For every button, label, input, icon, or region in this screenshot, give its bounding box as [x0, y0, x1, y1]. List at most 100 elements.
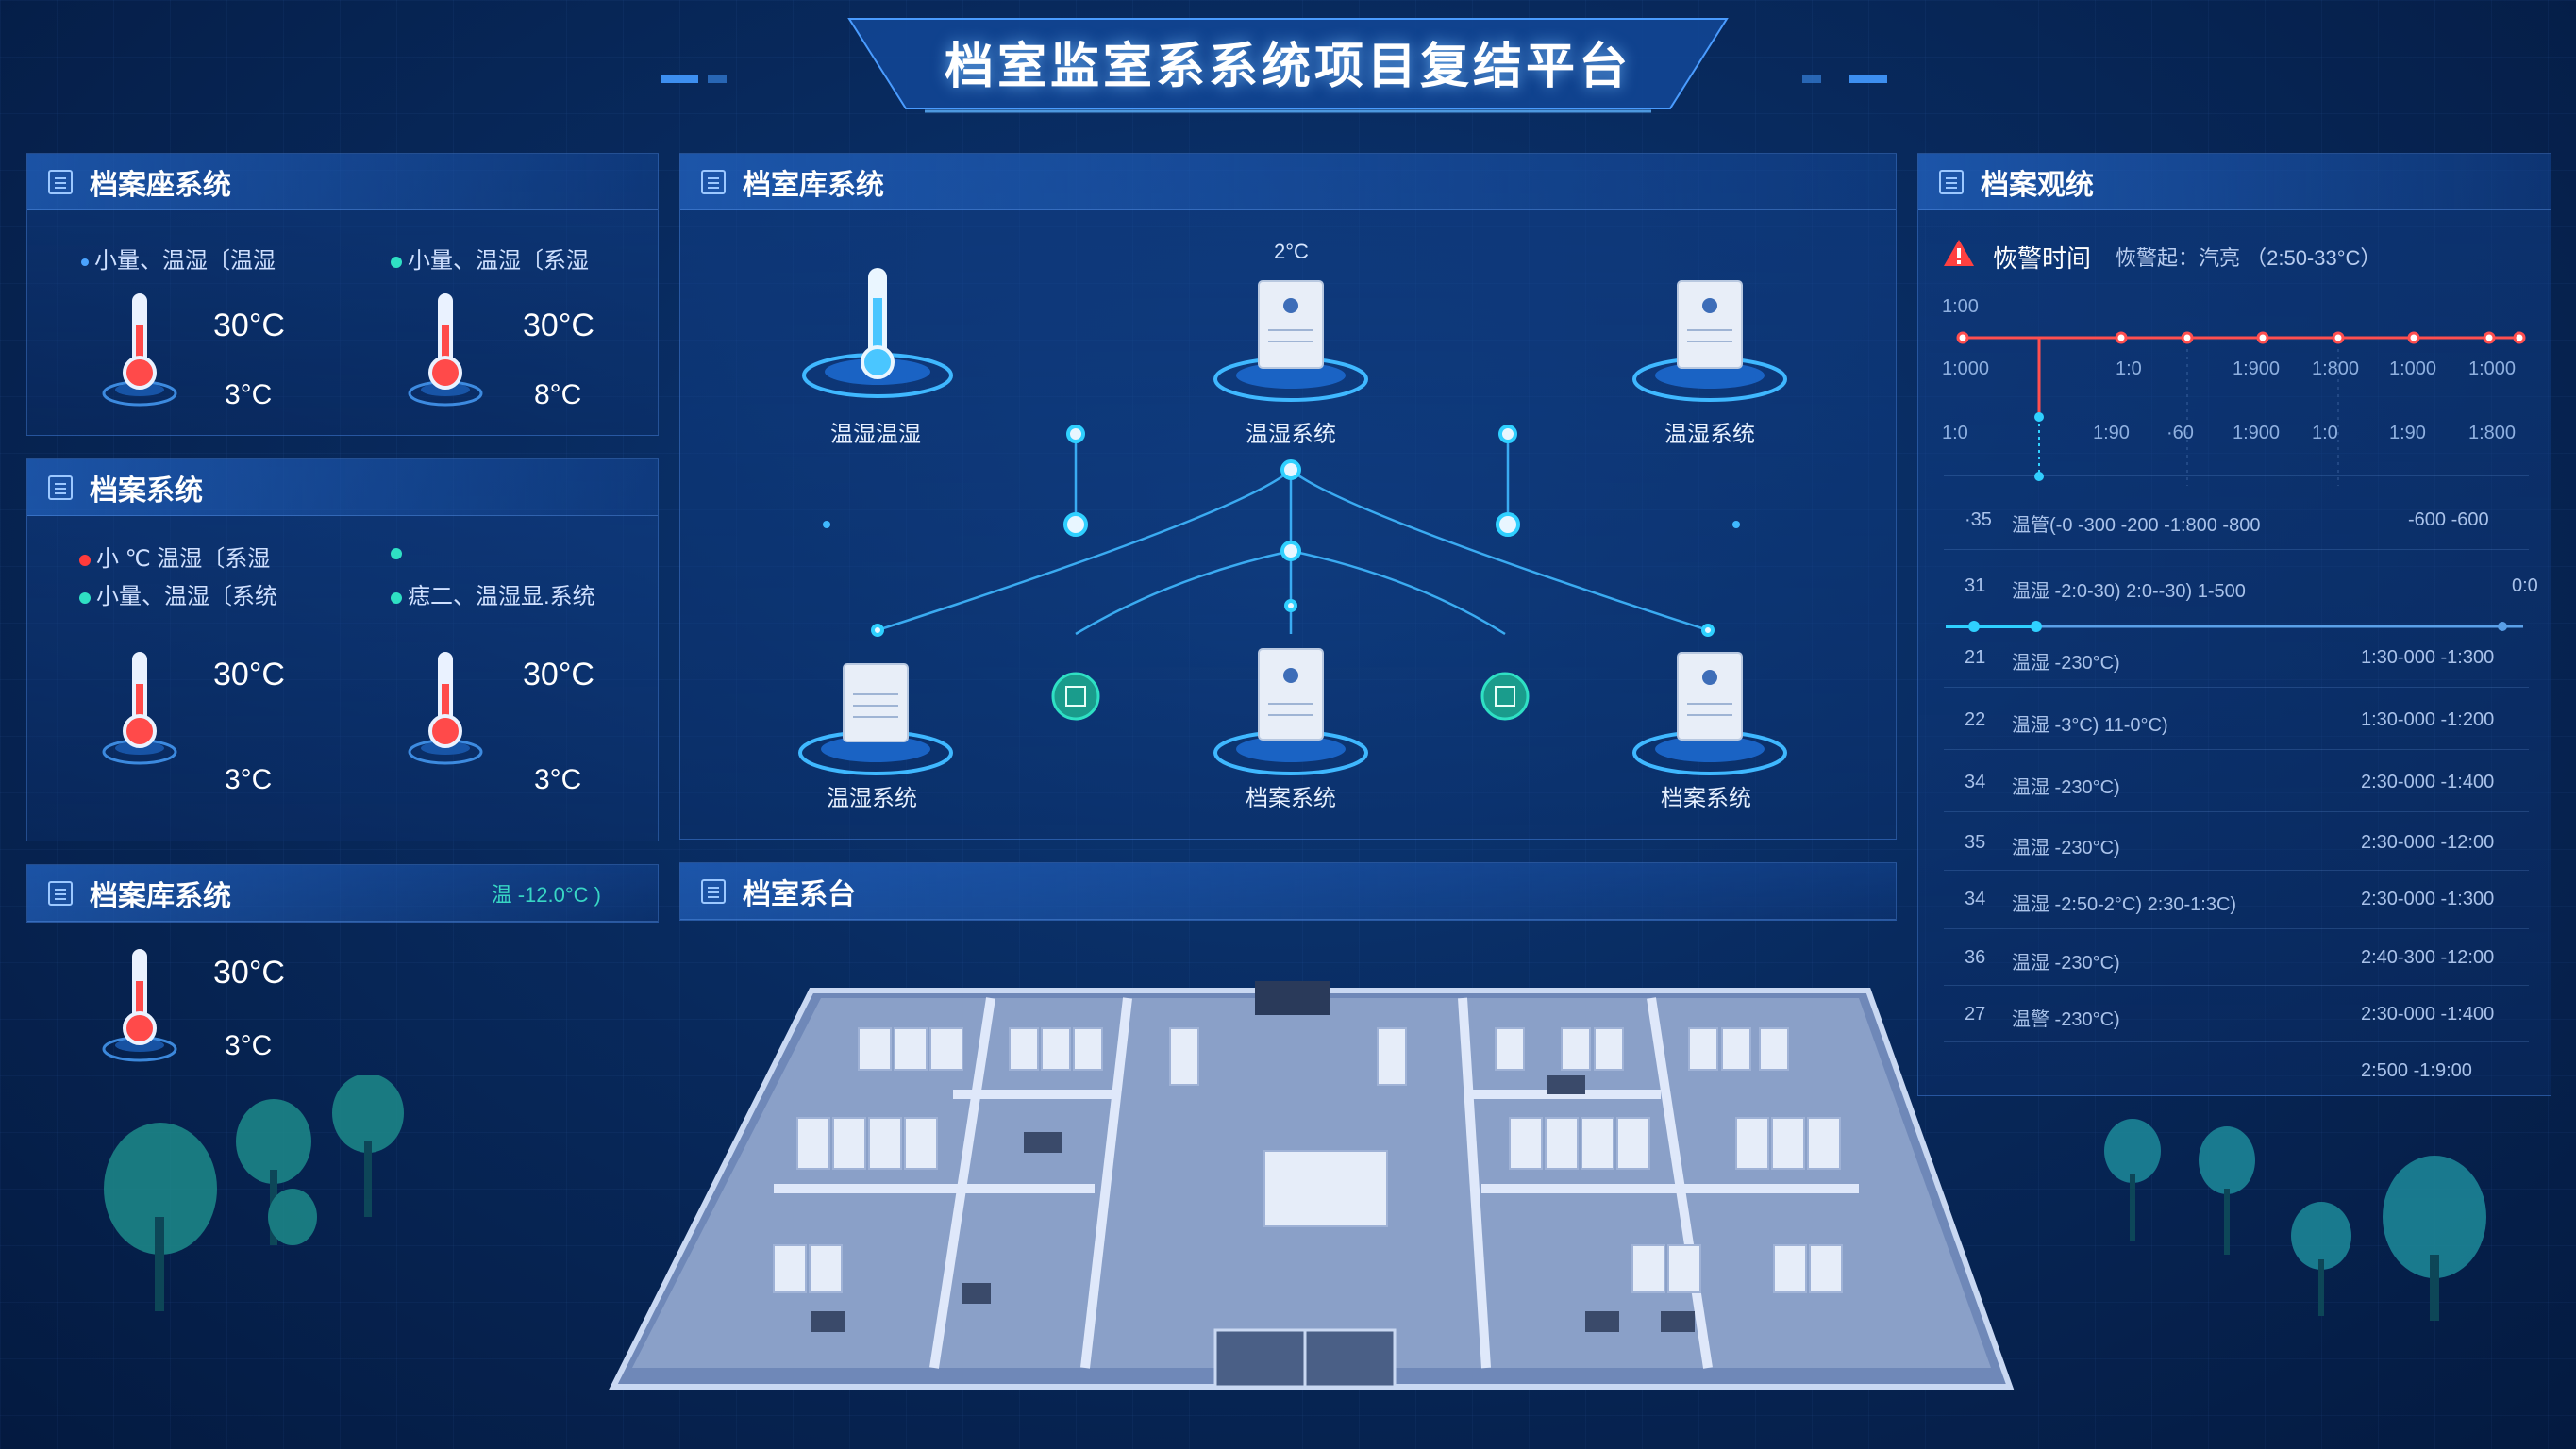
server-cabinet-icon[interactable] [1625, 274, 1795, 406]
device-label: 温湿系统 [1664, 422, 1755, 447]
panel-header: 档案系统 [27, 459, 658, 516]
sensor-high-temp: 30°C [213, 657, 285, 692]
legend-item: 小量、温湿〔系湿 [391, 242, 589, 275]
chart-tick-label: 1:90 [2093, 423, 2130, 443]
top-value: 2°C [1274, 240, 1309, 263]
decorative-trees [104, 1075, 404, 1311]
topology-diagram [823, 425, 1740, 721]
log-range: 0:0 [2512, 575, 2538, 596]
log-id: ·35 [1965, 509, 1992, 530]
chart-tick-label: 1:0 [1942, 423, 1968, 443]
log-text: 温管(-0 -300 -200 -1:800 -800 [2012, 515, 2261, 536]
alarm-log-row[interactable]: 34 温湿 -2:50-2°C) 2:30-1:3C) 2:30-000 -1:… [1965, 889, 2531, 921]
log-range: 2:30-000 -1:300 [2361, 889, 2495, 909]
server-cabinet-icon[interactable] [1625, 641, 1795, 779]
log-text: 温湿 -2:0-30) 2:0--30) 1-500 [2012, 581, 2246, 602]
sensor-high-temp: 30°C [213, 308, 285, 343]
alarm-log-row[interactable]: 27 温警 -230°C) 2:30-000 -1:400 [1965, 1004, 2531, 1036]
log-id: 21 [1965, 647, 1986, 668]
panel-title: 档案座系统 [90, 169, 231, 201]
log-range: 2:500 -1:9:00 [2361, 1060, 2472, 1081]
chart-tick-label: 1:0 [2116, 358, 2142, 379]
legend-label: 小 ℃ 温湿〔系湿 [96, 546, 271, 572]
alarm-log-row[interactable]: 31 温湿 -2:0-30) 2:0--30) 1-500 0:0 [1965, 575, 2538, 608]
alarm-log-row[interactable]: 21 温湿 -230°C) 1:30-000 -1:300 [1965, 647, 2531, 679]
alarm-log-row[interactable]: 36 温湿 -230°C) 2:40-300 -12:00 [1965, 947, 2531, 979]
alarm-log-row[interactable]: 35 温湿 -230°C) 2:30-000 -12:00 [1965, 832, 2531, 864]
chart-tick-label: 1:900 [2233, 423, 2281, 443]
floor-plan[interactable] [604, 972, 2019, 1406]
thermometer-icon[interactable] [406, 646, 485, 769]
sensor-high-temp: 30°C [523, 308, 594, 343]
panel-center-bottom: 档室系台 [679, 862, 1897, 921]
legend-item: 小 ℃ 温湿〔系湿 [79, 540, 270, 573]
document-icon [701, 878, 726, 904]
legend-label: 小量、温湿〔温湿 [94, 248, 276, 274]
legend-item: 痣二、温湿显.系统 [391, 577, 595, 610]
log-range: 1:30-000 -1:300 [2361, 647, 2495, 668]
log-text: 温湿 -2:50-2°C) 2:30-1:3C) [2012, 894, 2237, 915]
panel-title: 档案库系统 [90, 880, 231, 912]
log-text: 温警 -230°C) [2012, 1009, 2120, 1030]
panel-title: 档室系台 [743, 878, 856, 910]
legend-label: 小量、温湿〔系统 [96, 584, 277, 609]
timeline-scrubber[interactable] [1942, 617, 2527, 636]
log-range: 2:40-300 -12:00 [2361, 947, 2495, 968]
panel-header: 档案观统 [1918, 154, 2551, 210]
thermometer-icon[interactable] [100, 288, 179, 410]
sensor-low-temp: 3°C [225, 764, 273, 795]
thermometer-icon[interactable] [406, 288, 485, 410]
alarm-timeline-chart[interactable] [1942, 321, 2546, 491]
chart-tick-label: ·60 [2166, 423, 2194, 443]
chart-tick-label: 1:90 [2389, 423, 2426, 443]
alarm-title: 恢警时间 [1993, 244, 2092, 273]
legend-item: 小量、温湿〔温湿 [81, 242, 276, 275]
log-id: 36 [1965, 947, 1986, 968]
panel-left-top: 档案座系统 [26, 153, 659, 436]
alarm-log-row[interactable]: 34 温湿 -230°C) 2:30-000 -1:400 [1965, 772, 2531, 804]
server-cabinet-icon[interactable] [1206, 638, 1376, 779]
warning-icon [1944, 240, 1974, 266]
thermometer-sensor-icon[interactable] [793, 260, 962, 402]
alarm-log-row[interactable]: 22 温湿 -3°C) 11-0°C) 1:30-000 -1:200 [1965, 709, 2531, 741]
legend-label: 痣二、温湿显.系统 [408, 584, 595, 609]
sensor-low-temp: 3°C [225, 379, 273, 410]
thermometer-icon[interactable] [100, 943, 179, 1066]
log-id: 34 [1965, 889, 1986, 909]
document-icon [1939, 169, 1964, 194]
legend-dot [391, 256, 402, 268]
chart-y-label: 1:00 [1942, 296, 1979, 317]
server-cabinet-icon[interactable] [791, 647, 961, 779]
legend-item [391, 540, 408, 566]
header-frame [0, 18, 2576, 113]
log-id: 31 [1965, 575, 1986, 596]
sensor-low-temp: 3°C [225, 1030, 273, 1061]
log-text: 温湿 -230°C) [2012, 653, 2120, 674]
device-label: 温湿温湿 [830, 422, 921, 447]
alarm-log-row[interactable]: ·35 温管(-0 -300 -200 -1:800 -800 -600 -60… [1965, 509, 2531, 541]
chart-tick-label: 1:800 [2468, 423, 2517, 443]
header: 档室监室系系统项目复结平台 [0, 0, 2576, 123]
document-icon [701, 169, 726, 194]
panel-extra-value: 温 -12.0°C ) [491, 882, 601, 907]
panel-title: 档案观统 [1981, 169, 2094, 201]
chart-tick-label: 1:800 [2312, 358, 2360, 379]
log-text: 温湿 -3°C) 11-0°C) [2012, 715, 2168, 736]
log-range: 2:30-000 -1:400 [2361, 772, 2495, 792]
log-id: 22 [1965, 709, 1986, 730]
log-text: 温湿 -230°C) [2012, 777, 2120, 798]
thermometer-icon[interactable] [100, 646, 179, 769]
alarm-log-row[interactable]: 2:500 -1:9:00 [1965, 1060, 2531, 1092]
sensor-low-temp: 3°C [534, 764, 582, 795]
server-cabinet-icon[interactable] [1206, 274, 1376, 406]
panel-header: 档室库系统 [680, 154, 1896, 210]
device-label: 档案系统 [1246, 786, 1336, 811]
log-id: 27 [1965, 1004, 1986, 1024]
chart-tick-label: 1:000 [1942, 358, 1990, 379]
legend-label: 小量、温湿〔系湿 [408, 248, 589, 274]
document-icon [48, 880, 73, 906]
device-label: 温湿系统 [1246, 422, 1336, 447]
device-label: 档案系统 [1661, 786, 1751, 811]
sensor-low-temp: 8°C [534, 379, 582, 410]
log-text: 温湿 -230°C) [2012, 838, 2120, 858]
